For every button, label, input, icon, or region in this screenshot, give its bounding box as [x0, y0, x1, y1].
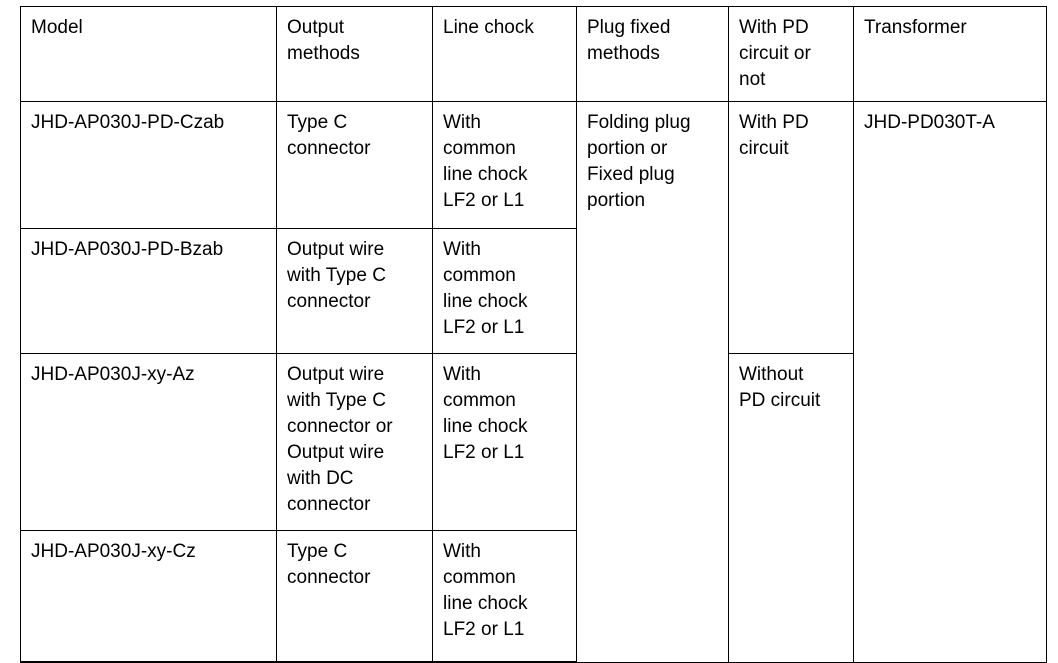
cell-line-chock-value: With common line chock LF2 or L1 — [443, 541, 528, 640]
cell-model-value: JHD-AP030J-PD-Czab — [31, 112, 225, 133]
cell-output-methods-value: Output wire with Type C connector or Out… — [287, 364, 393, 515]
cell-output-methods-value: Type C connector — [287, 112, 371, 159]
cell-model-value: JHD-AP030J-PD-Bzab — [31, 239, 224, 260]
cell-model-value: JHD-AP030J-xy-Az — [31, 364, 195, 385]
cell-plug-fixed-methods-value: Folding plug portion or Fixed plug porti… — [587, 112, 691, 211]
cell-model-value: JHD-AP030J-xy-Cz — [31, 541, 196, 562]
table-row: JHD-AP030J-xy-Cz Type C connector With c… — [20, 530, 1047, 663]
cell-output-methods: Output wire with Type C connector — [276, 228, 433, 354]
column-header-line-chock: Line chock — [432, 6, 577, 102]
cell-output-methods: Output wire with Type C connector or Out… — [276, 353, 433, 531]
column-header-pd-circuit-label: With PD circuit or not — [739, 17, 811, 90]
column-header-plug-fixed-methods-label: Plug fixed methods — [587, 17, 671, 64]
table-row: JHD-AP030J-PD-Bzab Output wire with Type… — [20, 228, 1047, 354]
cell-model: JHD-AP030J-PD-Bzab — [20, 228, 277, 354]
page-root: Model Output methods Line chock Plug fix… — [20, 6, 1047, 663]
column-header-model-label: Model — [31, 17, 83, 38]
cell-line-chock: With common line chock LF2 or L1 — [432, 101, 577, 229]
cell-plug-fixed-methods-merged: Folding plug portion or Fixed plug porti… — [576, 101, 729, 663]
model-specification-table: Model Output methods Line chock Plug fix… — [20, 6, 1047, 663]
cell-model: JHD-AP030J-xy-Cz — [20, 530, 277, 663]
column-header-plug-fixed-methods: Plug fixed methods — [576, 6, 729, 102]
cell-output-methods-value: Type C connector — [287, 541, 371, 588]
column-header-transformer-label: Transformer — [864, 17, 967, 38]
column-header-output-methods-label: Output methods — [287, 17, 360, 64]
column-header-output-methods: Output methods — [276, 6, 433, 102]
table-row: JHD-AP030J-PD-Czab Type C connector With… — [20, 101, 1047, 663]
column-header-model: Model — [20, 6, 277, 102]
cell-output-methods: Type C connector — [276, 101, 433, 229]
table-row: JHD-AP030J-xy-Az Output wire with Type C… — [20, 353, 1047, 663]
cell-model: JHD-AP030J-PD-Czab — [20, 101, 277, 229]
cell-line-chock-value: With common line chock LF2 or L1 — [443, 112, 528, 211]
cell-pd-circuit-merged-with: With PD circuit — [728, 101, 854, 354]
cell-line-chock: With common line chock LF2 or L1 — [432, 530, 577, 663]
cell-transformer-merged: JHD-PD030T-A — [853, 101, 1047, 663]
cell-line-chock-value: With common line chock LF2 or L1 — [443, 364, 528, 463]
cell-pd-circuit-with-value: With PD circuit — [739, 112, 809, 159]
table-header-row: Model Output methods Line chock Plug fix… — [20, 6, 1047, 102]
cell-output-methods: Type C connector — [276, 530, 433, 663]
cell-pd-circuit-without-value: Without PD circuit — [739, 364, 821, 411]
cell-pd-circuit-merged-without: Without PD circuit — [728, 353, 854, 663]
cell-transformer-value: JHD-PD030T-A — [864, 112, 995, 133]
cell-line-chock: With common line chock LF2 or L1 — [432, 228, 577, 354]
cell-line-chock: With common line chock LF2 or L1 — [432, 353, 577, 531]
cell-output-methods-value: Output wire with Type C connector — [287, 239, 386, 312]
column-header-transformer: Transformer — [853, 6, 1047, 102]
column-header-line-chock-label: Line chock — [443, 17, 534, 38]
column-header-pd-circuit: With PD circuit or not — [728, 6, 854, 102]
cell-model: JHD-AP030J-xy-Az — [20, 353, 277, 531]
cell-line-chock-value: With common line chock LF2 or L1 — [443, 239, 528, 338]
